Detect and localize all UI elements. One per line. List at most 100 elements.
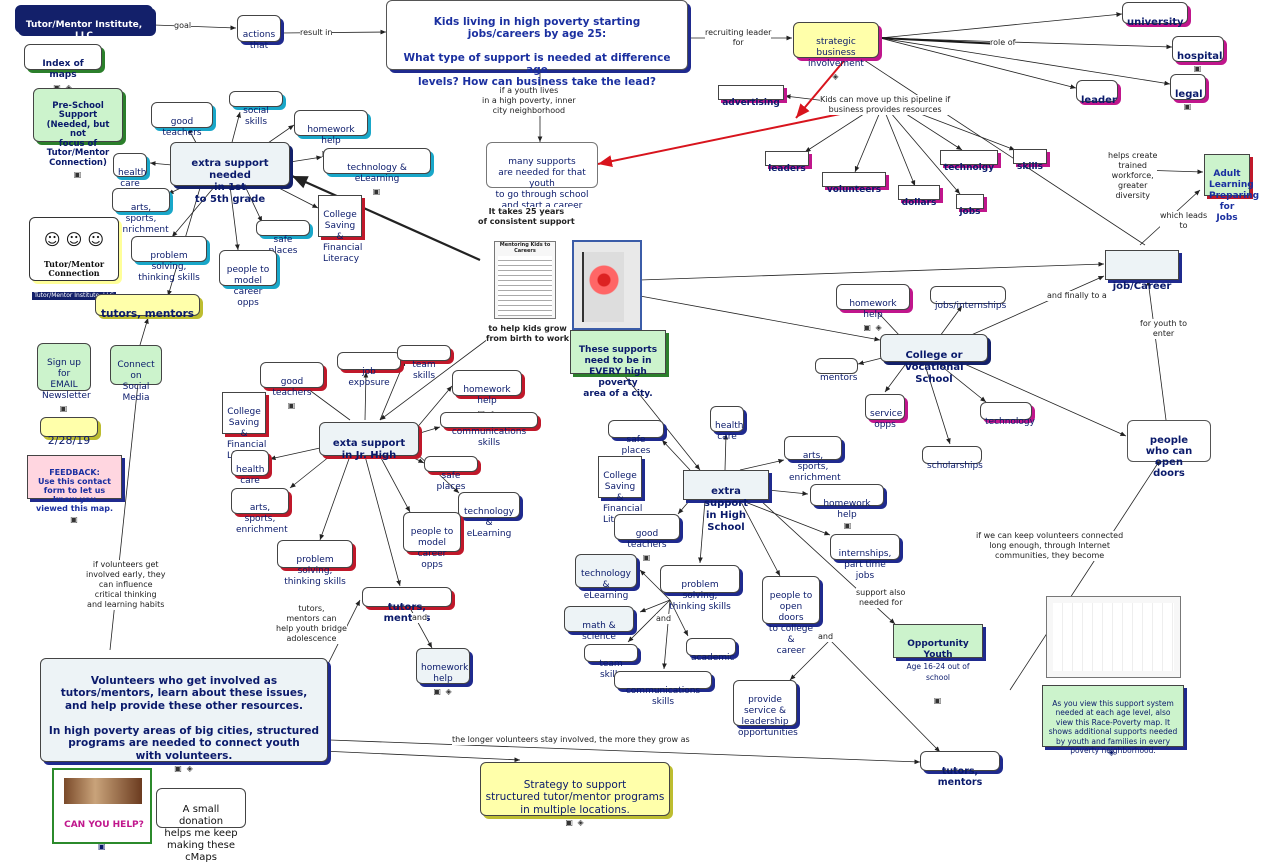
doc-icon[interactable]: ▣	[73, 170, 83, 179]
doc-icon[interactable]: ▣	[933, 696, 943, 705]
extra-1st5th-node[interactable]: extra support needed in 1st to 5th grade	[170, 142, 290, 205]
donation-thumbnail[interactable]: CAN YOU HELP?	[52, 768, 152, 844]
doc-icon[interactable]: ▣	[642, 553, 652, 562]
job-career-node[interactable]: job/Career	[1105, 250, 1179, 292]
doc-globe-icon[interactable]: ▣ ◈	[565, 818, 585, 827]
tutors-mentors-mid-node[interactable]: tutors, mentors	[362, 587, 452, 624]
health-care-hs-node[interactable]: health care	[710, 406, 744, 442]
college-saving-jr-node[interactable]: College Saving & Financial Literacy	[222, 392, 266, 461]
homework-help-jr-node[interactable]: homework help ▣ ◈	[452, 370, 522, 418]
extra-jr-node[interactable]: exta support in Jr. High	[319, 422, 419, 461]
logo-node[interactable]: ☺ ☺ ☺ Tutor/Mentor Connection Tutor/Ment…	[29, 217, 119, 300]
doc-icon[interactable]: ▣	[287, 401, 297, 410]
dollars-node[interactable]: dollars	[898, 185, 940, 208]
connect-social-node[interactable]: Connect on Social Media	[110, 345, 162, 403]
main-question-node[interactable]: Kids living in high poverty starting job…	[386, 0, 688, 99]
tutors-mentors-bottom-node[interactable]: tutors, mentors	[920, 751, 1000, 788]
scholarships-node[interactable]: scholarships	[922, 446, 983, 471]
feedback-node[interactable]: FEEDBACK: Use this contact form to let u…	[27, 455, 122, 524]
people-open-doors-hs-node[interactable]: people to open doors to college & career	[762, 576, 820, 656]
safe-places-jr-node[interactable]: safe places	[424, 456, 478, 492]
people-model-jr-node[interactable]: people to model career opps	[403, 512, 461, 570]
opportunity-youth-node[interactable]: Opportunity Youth Age 16-24 out of schoo…	[893, 624, 983, 705]
doc-icon[interactable]: ▣	[1193, 64, 1203, 73]
doc-globe-icon[interactable]: ▣ ◈	[29, 83, 97, 92]
problem-solving-jr-node[interactable]: problem solving, thinking skills	[277, 540, 353, 587]
city-map-thumbnail[interactable]	[572, 240, 642, 330]
homework-help-hs-node[interactable]: homework help ▣	[810, 484, 884, 530]
doc-globe-icon[interactable]: ▣ ◈	[433, 687, 453, 696]
people-model-1-node[interactable]: people to model career opps	[219, 250, 277, 308]
doc-icon[interactable]: ▣	[843, 521, 853, 530]
skills-node[interactable]: skills	[1013, 149, 1047, 172]
problem-solving-hs-node[interactable]: problem solving, thinking skills	[660, 565, 740, 612]
technology-college-node[interactable]: technology	[980, 402, 1035, 427]
safe-places-1-node[interactable]: safe places	[256, 220, 310, 256]
actions-node[interactable]: actions that	[237, 15, 281, 51]
date-node[interactable]: 2/28/19	[40, 417, 98, 447]
team-skills-hs-node[interactable]: team skills	[584, 644, 638, 680]
many-supports-node[interactable]: many supports are needed for that youth …	[486, 142, 598, 211]
pre-school-node[interactable]: Pre-School Support (Needed, but not focu…	[33, 88, 123, 179]
doc-icon[interactable]: ▣	[1183, 102, 1193, 111]
math-science-node[interactable]: math & science ▣	[564, 606, 634, 654]
good-teachers-jr-node[interactable]: good teachers ▣	[260, 362, 324, 410]
university-node[interactable]: university	[1122, 2, 1188, 28]
doc-icon[interactable]: ▣	[70, 515, 79, 524]
social-skills-1-node[interactable]: social skills	[229, 91, 283, 127]
team-skills-jr-node[interactable]: team skills	[397, 345, 451, 381]
college-voc-node[interactable]: College or Vocational School	[880, 334, 988, 385]
volunteers-node[interactable]: volunteers	[822, 172, 886, 195]
volunteers-big-node[interactable]: Volunteers who get involved as tutors/me…	[40, 658, 328, 773]
mentoring-thumbnail[interactable]: Mentoring Kids to Careers	[494, 241, 556, 319]
technolgy-node[interactable]: technolgy	[940, 150, 998, 173]
legal-node[interactable]: legal ▣	[1170, 74, 1206, 111]
technology-jr-node[interactable]: technology & eLearning	[458, 492, 520, 539]
leader-node[interactable]: leader	[1076, 80, 1118, 106]
safe-places-hs-node[interactable]: safe places	[608, 420, 664, 456]
homework-help-1-node[interactable]: homework help ▣ ◈	[294, 110, 368, 158]
technology-1-node[interactable]: technology & eLearning ▣	[323, 148, 431, 196]
communications-hs-node[interactable]: communications skills	[614, 671, 712, 707]
these-supports-node[interactable]: These supports need to be in EVERY high …	[570, 330, 666, 399]
homework-help-jr2-node[interactable]: homework help ▣ ◈	[416, 648, 470, 696]
arts-1-node[interactable]: arts, sports, enrichment	[112, 188, 170, 235]
globe-icon[interactable]: ◈	[1108, 748, 1115, 758]
doc-globe-icon[interactable]: ▣ ◈	[174, 764, 194, 773]
extra-hs-node[interactable]: extra support in High School	[683, 470, 769, 533]
doc-icon[interactable]: ▣	[98, 842, 106, 851]
globe-icon[interactable]: ◈	[832, 72, 840, 81]
arts-jr-node[interactable]: arts, sports, enrichment	[231, 488, 289, 535]
institute-node[interactable]: Tutor/Mentor Institute, LLC Tutor/Mentor…	[15, 5, 153, 64]
race-poverty-thumbnail[interactable]	[1046, 596, 1181, 678]
doc-icon[interactable]: ▣	[59, 404, 69, 413]
problem-solving-1-node[interactable]: problem solving, thinking skills	[131, 236, 207, 283]
health-care-1-node[interactable]: health care	[113, 153, 147, 189]
good-teachers-hs-node[interactable]: good teachers ▣	[614, 514, 680, 562]
strategic-business-node[interactable]: strategic business involvement ◈	[793, 22, 879, 81]
jobs-internships-node[interactable]: jobs/internships	[930, 286, 1006, 311]
job-exposure-node[interactable]: job exposure	[337, 352, 401, 388]
donation-node[interactable]: A small donation helps me keep making th…	[156, 788, 246, 863]
academic-node[interactable]: academic	[686, 638, 736, 663]
communications-jr-node[interactable]: communications skills	[440, 412, 538, 448]
homework-help-college-node[interactable]: homework help ▣ ◈	[836, 284, 910, 332]
race-poverty-node[interactable]: As you view this support system needed a…	[1042, 685, 1184, 755]
internships-hs-node[interactable]: internships, part time jobs	[830, 534, 900, 581]
people-open-doors-node[interactable]: people who can open doors	[1127, 420, 1211, 479]
mentors-college-node[interactable]: mentors	[815, 358, 858, 383]
college-saving-hs-node[interactable]: College Saving & Financial Literacy	[598, 456, 642, 525]
signup-node[interactable]: Sign up for EMAIL Newsletter ▣	[37, 343, 91, 413]
service-opps-node[interactable]: service opps	[865, 394, 905, 430]
technology-hs-node[interactable]: technology & eLearning ▣	[575, 554, 637, 613]
good-teachers-1-node[interactable]: good teachers ▣	[151, 102, 213, 150]
arts-hs-node[interactable]: arts, sports, enrichment	[784, 436, 842, 483]
doc-globe-icon[interactable]: ▣ ◈	[863, 323, 883, 332]
advertising-node[interactable]: advertising	[718, 85, 784, 108]
health-care-jr-node[interactable]: health care	[231, 450, 269, 486]
jobs-node[interactable]: jobs	[956, 194, 984, 217]
provide-service-node[interactable]: provide service & leadership opportuniti…	[733, 680, 798, 738]
tutors-mentors-top-node[interactable]: tutors, mentors	[95, 294, 200, 320]
index-maps-node[interactable]: Index of maps ▣ ◈	[24, 44, 102, 92]
college-saving-1-node[interactable]: College Saving & Financial Literacy	[318, 195, 362, 264]
